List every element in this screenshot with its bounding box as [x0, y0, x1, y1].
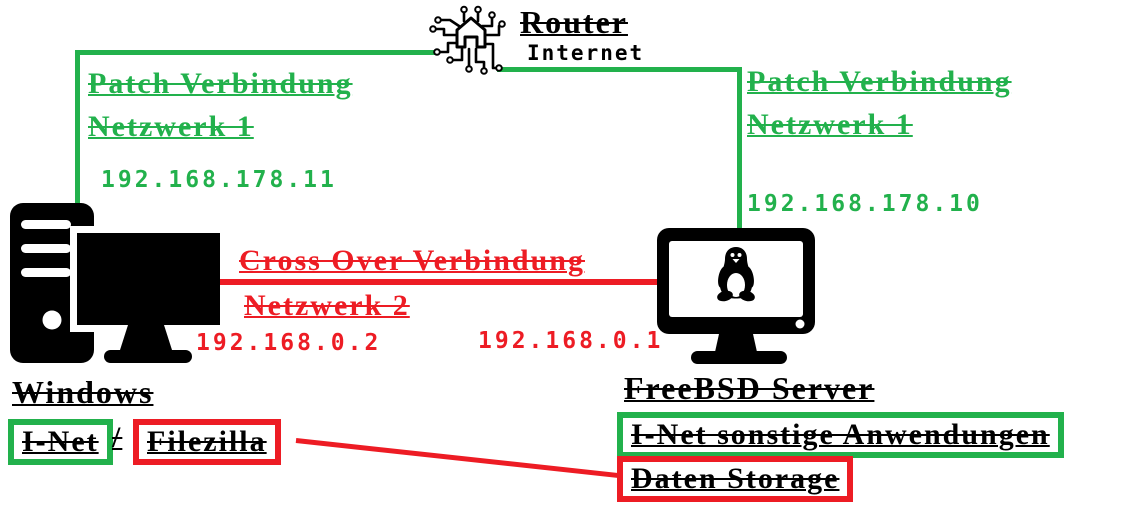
patch-right-label-line1: Patch Verbindung — [747, 65, 1012, 98]
ip-freebsd-crossover: 192.168.0.1 — [478, 328, 664, 354]
windows-host-label: Windows — [12, 374, 154, 410]
windows-inet-box: I-Net — [8, 419, 113, 465]
freebsd-server-icon — [653, 224, 821, 366]
windows-filezilla-label: Filezilla — [147, 425, 267, 458]
router-subtitle: Internet — [527, 41, 645, 65]
crossover-cable-line — [219, 279, 658, 285]
freebsd-host-label: FreeBSD Server — [624, 370, 875, 406]
tux-icon — [717, 247, 755, 302]
ip-windows-crossover: 192.168.0.2 — [196, 330, 382, 356]
freebsd-inet-box: I-Net sonstige Anwendungen — [617, 412, 1064, 458]
router-icon — [424, 4, 518, 92]
windows-filezilla-box: Filezilla — [133, 419, 281, 465]
patch-cable-left-vertical-line — [75, 50, 80, 205]
ip-freebsd-patch: 192.168.178.10 — [747, 191, 983, 217]
patch-left-label-line2: Netzwerk 1 — [88, 110, 254, 143]
crossover-label-line1: Cross Over Verbindung — [239, 244, 585, 277]
router-title: Router — [520, 4, 628, 40]
windows-pc-icon — [8, 200, 222, 365]
freebsd-storage-label: Daten Storage — [631, 462, 840, 495]
patch-left-label-line1: Patch Verbindung — [88, 67, 353, 100]
filezilla-storage-link-line — [295, 438, 622, 479]
windows-inet-label: I-Net — [22, 425, 99, 458]
freebsd-storage-box: Daten Storage — [617, 456, 854, 502]
patch-cable-left-horizontal-line — [77, 50, 438, 55]
patch-cable-right-horizontal-line — [497, 67, 742, 72]
freebsd-inet-label: I-Net sonstige Anwendungen — [631, 418, 1050, 451]
patch-right-label-line2: Netzwerk 1 — [747, 108, 913, 141]
ip-windows-patch: 192.168.178.11 — [101, 167, 337, 193]
crossover-label-line2: Netzwerk 2 — [244, 289, 410, 322]
windows-apps-separator: / — [112, 421, 123, 454]
patch-right-label: Patch Verbindung Netzwerk 1 — [747, 60, 1012, 146]
patch-left-label: Patch Verbindung Netzwerk 1 — [88, 62, 353, 148]
patch-cable-right-vertical-line — [737, 67, 742, 231]
